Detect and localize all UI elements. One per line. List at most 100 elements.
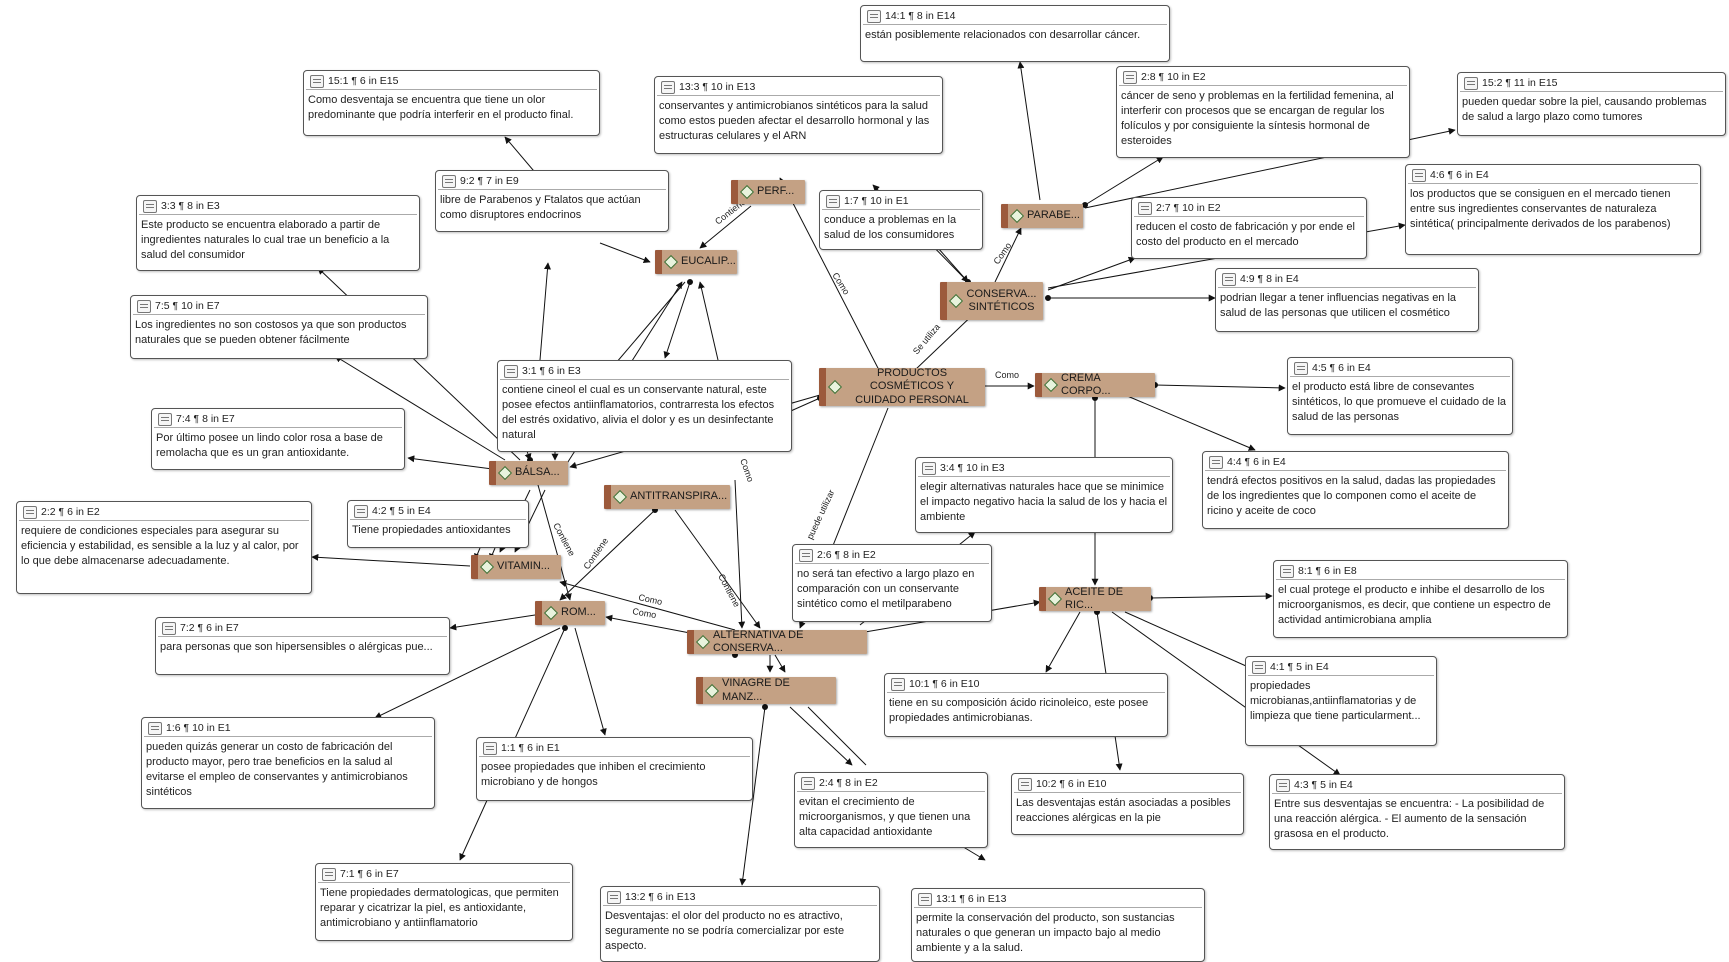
quote-text: Este producto se encuentra elaborado a p…	[141, 219, 390, 261]
quote-id: 4:3 ¶ 5 in E4	[1294, 779, 1353, 791]
edge-link	[374, 627, 561, 719]
quote-text: el producto está libre de consevantes si…	[1292, 381, 1507, 423]
quotation-icon	[483, 741, 497, 755]
code-antitranspirante[interactable]: ANTITRANSPIRA...	[604, 485, 730, 509]
code-balsamo[interactable]: BÁLSA...	[489, 461, 568, 485]
edge-link	[674, 509, 761, 629]
edge-dot	[687, 279, 693, 285]
code-vitamina[interactable]: VITAMIN...	[471, 555, 561, 579]
edge-link	[539, 262, 551, 361]
quote-1-7[interactable]: 1:7 ¶ 10 in E1 conduce a problemas en la…	[819, 190, 983, 250]
quote-id: 4:9 ¶ 8 in E4	[1240, 273, 1299, 285]
code-romero[interactable]: ROM...	[535, 601, 605, 625]
quote-3-4[interactable]: 3:4 ¶ 10 in E3 elegir alternativas natura…	[915, 457, 1173, 533]
code-label: EUCALIP...	[681, 255, 736, 268]
edge-link	[734, 479, 746, 629]
quote-id: 7:5 ¶ 10 in E7	[155, 300, 220, 312]
rel-label: Como	[738, 457, 756, 483]
quotation-icon	[1276, 778, 1290, 792]
edge-link	[605, 614, 691, 634]
quote-id: 4:2 ¶ 5 in E4	[372, 505, 431, 517]
quote-text: están posiblemente relacionados con desa…	[865, 29, 1141, 42]
quote-text: Como desventaja se encuentra que tiene u…	[308, 94, 574, 122]
quotation-icon	[1138, 201, 1152, 215]
edge-link	[1154, 384, 1286, 392]
quote-id: 2:4 ¶ 8 in E2	[819, 777, 878, 789]
edge-link	[574, 627, 607, 736]
quote-text: contiene cineol el cual es un conservant…	[502, 384, 775, 441]
quote-text: conduce a problemas en la salud de los c…	[824, 214, 957, 242]
quote-text: elegir alternativas naturales hace que s…	[920, 481, 1168, 523]
quote-text: permite la conservación del producto, so…	[916, 912, 1175, 954]
code-label: CONSERVA... SINTÉTICOS	[966, 287, 1037, 313]
edge-link	[407, 455, 501, 471]
code-crema-corporal[interactable]: CREMA CORPO...	[1035, 372, 1155, 397]
code-conserva-sinteticos[interactable]: CONSERVA... SINTÉTICOS	[940, 282, 1043, 320]
quote-text: libre de Parabenos y Ftalatos que actúan…	[440, 194, 641, 222]
code-perf[interactable]: PERF...	[731, 180, 805, 204]
quote-id: 10:2 ¶ 6 in E10	[1036, 778, 1107, 790]
edge-link	[774, 654, 786, 673]
rel-label: Como	[830, 271, 851, 297]
edge-link	[699, 205, 752, 249]
code-alternativa-conservantes[interactable]: ALTERNATIVA DE CONSERVA...	[687, 629, 867, 654]
quote-4-5[interactable]: 4:5 ¶ 6 in E4 el producto está libre de …	[1287, 357, 1513, 435]
quote-text: tiene en su composición ácido ricinoleic…	[889, 697, 1149, 725]
quote-text: pueden quizás generar un costo de fabric…	[146, 741, 408, 798]
code-label: PERF...	[757, 185, 795, 198]
code-icon	[497, 465, 513, 481]
code-icon	[739, 184, 755, 200]
quote-text: Desventajas: el olor del producto no es …	[605, 910, 845, 952]
quote-id: 1:7 ¶ 10 in E1	[844, 195, 909, 207]
code-label: ROM...	[561, 606, 596, 619]
quote-id: 8:1 ¶ 6 in E8	[1298, 565, 1357, 577]
rel-label: Contiene	[716, 572, 742, 609]
edge-link	[994, 227, 1022, 283]
quote-id: 2:6 ¶ 8 in E2	[817, 549, 876, 561]
quote-text: posee propiedades que inhiben el crecimi…	[481, 761, 706, 789]
quotation-icon	[607, 890, 621, 904]
code-eucalip[interactable]: EUCALIP...	[655, 250, 737, 274]
code-icon	[827, 379, 843, 395]
code-aceite-ricino[interactable]: ACEITE DE RIC...	[1039, 586, 1151, 611]
quotation-icon	[354, 504, 368, 518]
edge-link	[698, 281, 719, 361]
quote-4-6[interactable]: 4:6 ¶ 6 in E4 los productos que se consi…	[1405, 164, 1701, 255]
code-vinagre-manzana[interactable]: VINAGRE DE MANZ...	[696, 677, 836, 704]
code-productos-cosmeticos[interactable]: PRODUCTOS COSMÉTICOS Y CUIDADO PERSONAL	[819, 367, 985, 406]
quotation-icon	[867, 9, 881, 23]
edge-dot	[1082, 202, 1088, 208]
quote-id: 3:4 ¶ 10 in E3	[940, 462, 1005, 474]
code-label: VITAMIN...	[497, 560, 550, 573]
code-parabe[interactable]: PARABE...	[1001, 204, 1083, 228]
